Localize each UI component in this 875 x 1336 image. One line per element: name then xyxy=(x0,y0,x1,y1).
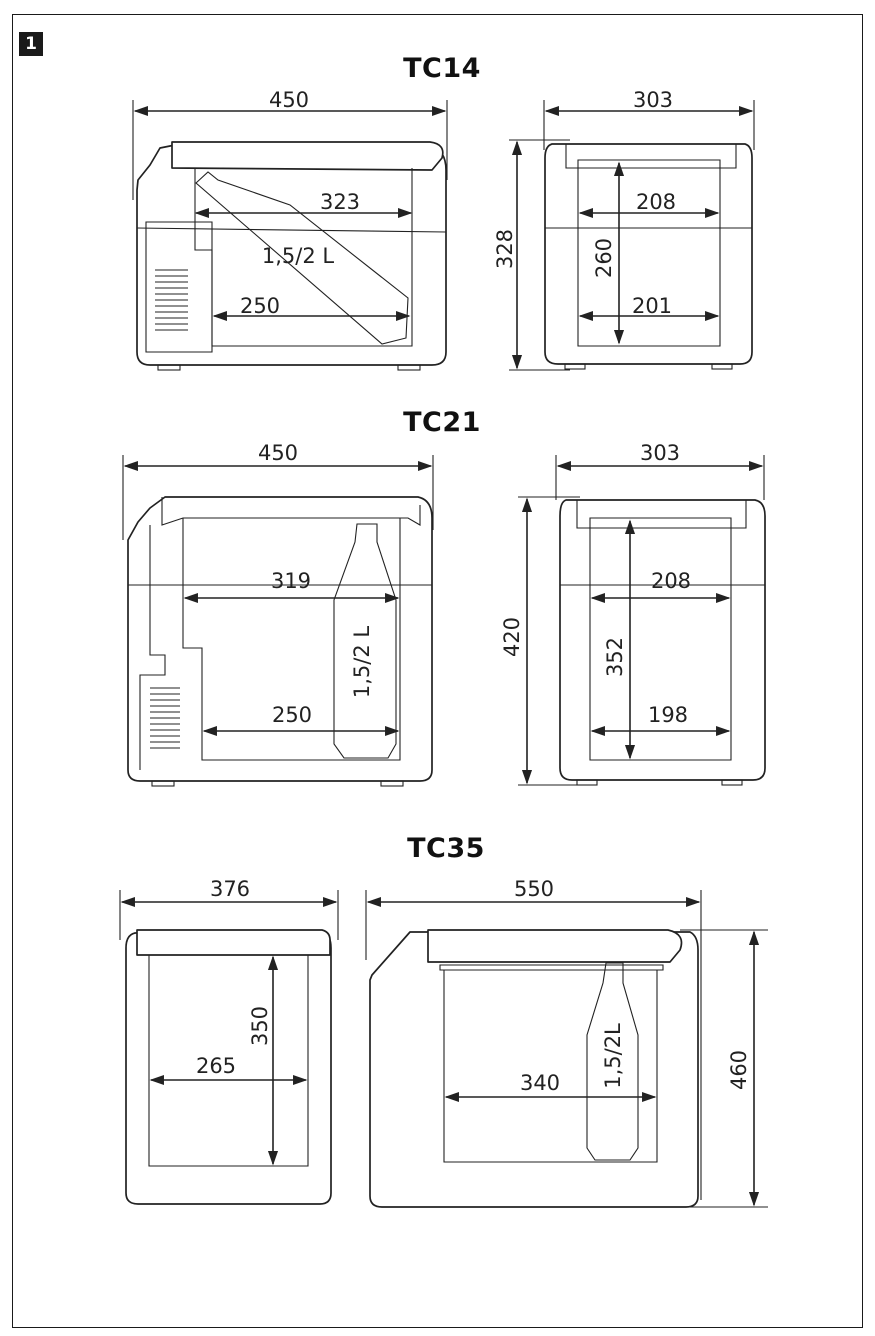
tc21-outer-height: 420 xyxy=(500,617,524,657)
tc14-side-outer-width: 450 xyxy=(269,88,309,112)
tc14-outer-height: 328 xyxy=(493,229,517,269)
tc21-bottle-label: 1,5/2 L xyxy=(350,626,374,699)
tc35-inner-height: 350 xyxy=(248,1006,272,1046)
tc35-front-view xyxy=(119,890,339,1205)
figure-frame xyxy=(12,14,863,1328)
tc35-bottle-label: 1,5/2L xyxy=(601,1023,625,1089)
tc21-front-view xyxy=(518,455,766,786)
tc35-front-inner-width: 265 xyxy=(196,1054,236,1078)
tc35-side-view xyxy=(365,890,768,1208)
tc14-front-inner-bottom-width: 201 xyxy=(632,294,672,318)
tc14-side-inner-top-width: 323 xyxy=(320,190,360,214)
tc21-front-outer-width: 303 xyxy=(640,441,680,465)
tc21-inner-height: 352 xyxy=(603,637,627,677)
tc35-side-inner-width: 340 xyxy=(520,1071,560,1095)
tc14-front-inner-top-width: 208 xyxy=(636,190,676,214)
tc21-side-view xyxy=(122,455,434,787)
tc14-front-outer-width: 303 xyxy=(633,88,673,112)
tc21-front-inner-top-width: 208 xyxy=(651,569,691,593)
tc21-side-outer-width: 450 xyxy=(258,441,298,465)
tc14-front-view xyxy=(509,100,755,371)
tc14-bottle-label: 1,5/2 L xyxy=(262,244,335,268)
tc35-side-outer-width: 550 xyxy=(514,877,554,901)
model-title-tc14: TC14 xyxy=(403,53,481,84)
tc21-side-inner-bottom-width: 250 xyxy=(272,703,312,727)
model-title-tc21: TC21 xyxy=(403,407,481,438)
tc21-side-inner-top-width: 319 xyxy=(271,569,311,593)
tc14-side-inner-bottom-width: 250 xyxy=(240,294,280,318)
tc14-inner-height: 260 xyxy=(592,238,616,278)
tc14-side-view xyxy=(132,100,448,371)
tc21-front-inner-bottom-width: 198 xyxy=(648,703,688,727)
tc35-outer-height: 460 xyxy=(727,1050,751,1090)
model-title-tc35: TC35 xyxy=(407,833,485,864)
tc35-front-outer-width: 376 xyxy=(210,877,250,901)
figure-number-badge: 1 xyxy=(19,32,43,56)
